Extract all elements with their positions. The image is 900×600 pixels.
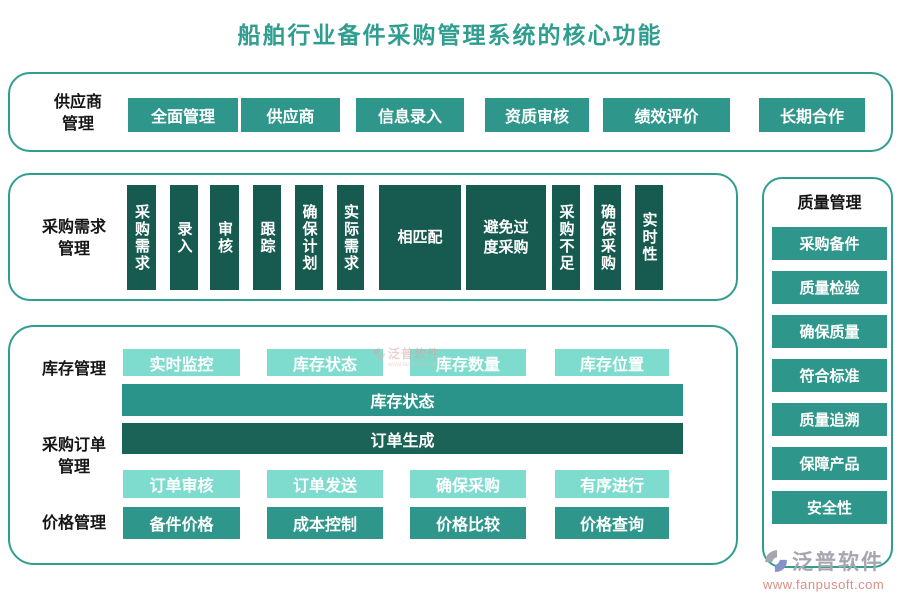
inventory-order-price-box: 库存管理 实时监控 库存状态 库存数量 库存位置 库存状态 订单生成 采购订单 … [8, 325, 738, 565]
node-cost-control: 成本控制 [267, 507, 383, 539]
brand-url: www.fanpusoft.com [763, 577, 885, 592]
node-meet-standards: 符合标准 [772, 359, 887, 392]
demand-management-box: 采购需求 管理 采购需求 录入 审核 跟踪 确保计划 实际需求 相匹配 避免过 … [8, 173, 738, 301]
node-procure-spare-parts: 采购备件 [772, 227, 887, 260]
node-ensure-quality: 确保质量 [772, 315, 887, 348]
node-full-management: 全面管理 [128, 98, 238, 132]
node-price-inquiry: 价格查询 [555, 507, 669, 539]
node-order-send: 订单发送 [267, 470, 383, 498]
node-entry: 录入 [170, 185, 198, 290]
node-inventory-location: 库存位置 [555, 349, 669, 376]
node-ensure-procurement-order: 确保采购 [410, 470, 526, 498]
node-quality-traceability: 质量追溯 [772, 403, 887, 436]
node-procurement-demand: 采购需求 [127, 185, 156, 290]
node-under-procurement: 采购不足 [552, 185, 580, 290]
node-inventory-quantity: 库存数量 [410, 349, 526, 376]
node-supplier: 供应商 [241, 98, 340, 132]
quality-management-label: 质量管理 [797, 195, 862, 212]
order-management-label: 采购订单 管理 [41, 437, 106, 476]
node-spare-part-price: 备件价格 [123, 507, 240, 539]
node-realtime-monitoring: 实时监控 [123, 349, 240, 376]
node-avoid-over-procurement: 避免过 度采购 [466, 185, 546, 290]
node-ensure-plan: 确保计划 [295, 185, 323, 290]
order-generation-bar: 订单生成 [122, 423, 683, 454]
node-price-comparison: 价格比较 [410, 507, 526, 539]
node-orderly-progress: 有序进行 [555, 470, 669, 498]
inventory-status-bar: 库存状态 [122, 384, 683, 416]
quality-management-box: 质量管理 采购备件 质量检验 确保质量 符合标准 质量追溯 保障产品 安全性 [762, 177, 893, 568]
node-info-entry: 信息录入 [356, 98, 464, 132]
node-ensure-procurement: 确保采购 [594, 185, 621, 290]
supplier-management-label: 供应商 管理 [53, 94, 102, 133]
node-performance-evaluation: 绩效评价 [603, 98, 730, 132]
price-management-label: 价格管理 [41, 515, 106, 532]
supplier-management-box: 供应商 管理 全面管理 供应商 信息录入 资质审核 绩效评价 长期合作 [8, 72, 893, 152]
page-title: 船舶行业备件采购管理系统的核心功能 [237, 22, 663, 48]
node-real-time: 实时性 [635, 185, 663, 290]
node-matching: 相匹配 [379, 185, 461, 290]
fanpu-logo-icon [765, 550, 787, 572]
node-review: 审核 [210, 185, 239, 290]
node-qualification-review: 资质审核 [485, 98, 589, 132]
node-order-review: 订单审核 [123, 470, 240, 498]
brand-logo: 泛普软件 www.fanpusoft.com [763, 546, 898, 592]
brand-name: 泛普软件 [792, 551, 884, 574]
inventory-management-label: 库存管理 [41, 361, 106, 378]
node-long-term-cooperation: 长期合作 [759, 98, 865, 132]
node-safety: 安全性 [772, 491, 887, 524]
node-inventory-status-chip: 库存状态 [267, 349, 383, 376]
node-tracking: 跟踪 [253, 185, 281, 290]
node-quality-inspection: 质量检验 [772, 271, 887, 304]
node-actual-demand: 实际需求 [337, 185, 364, 290]
node-guarantee-products: 保障产品 [772, 447, 887, 480]
demand-management-label: 采购需求 管理 [41, 219, 106, 258]
